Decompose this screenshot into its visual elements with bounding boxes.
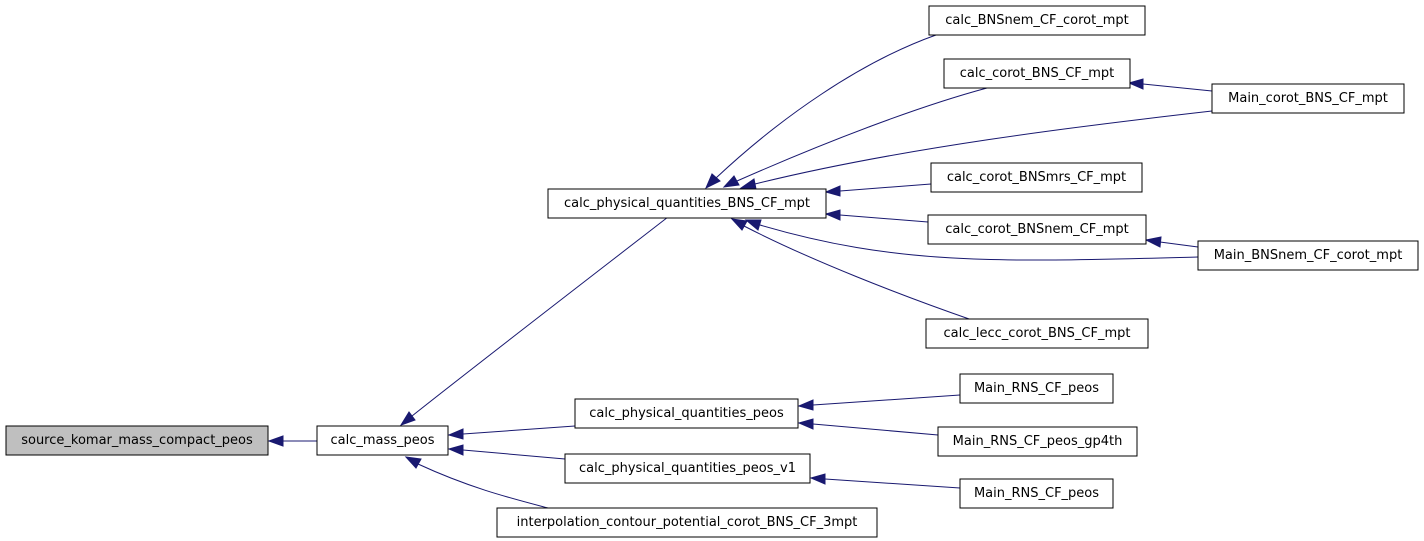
node-label: calc_corot_BNSmrs_CF_mpt bbox=[947, 170, 1126, 185]
node-label: calc_physical_quantities_peos_v1 bbox=[579, 461, 796, 476]
node-label: Main_RNS_CF_peos bbox=[974, 381, 1099, 396]
edge-lecc-corot-to-phys-bns bbox=[730, 218, 973, 321]
node-label: source_komar_mass_compact_peos bbox=[21, 433, 253, 448]
node-main-corot-bns-cf-mpt[interactable]: Main_corot_BNS_CF_mpt bbox=[1211, 83, 1405, 114]
node-main-rns-cf-peos-2[interactable]: Main_RNS_CF_peos bbox=[959, 478, 1114, 509]
edge-phys-peos-v1-to-calc-mass-peos bbox=[447, 444, 566, 460]
node-calc-mass-peos[interactable]: calc_mass_peos bbox=[316, 425, 449, 456]
edge-main-rns-to-phys-peos-v1 bbox=[809, 473, 961, 489]
node-label: Main_BNSnem_CF_corot_mpt bbox=[1214, 248, 1403, 263]
edge-phys-peos-to-calc-mass-peos bbox=[447, 425, 576, 440]
node-label: Main_RNS_CF_peos_gp4th bbox=[953, 434, 1123, 449]
edge-main-corot-to-corot-bns bbox=[1127, 78, 1213, 92]
node-calc-corot-bnsmrs-cf-mpt[interactable]: calc_corot_BNSmrs_CF_mpt bbox=[930, 162, 1143, 193]
edge-main-rns-to-phys-peos bbox=[797, 394, 961, 411]
node-calc-lecc-corot-bns-cf-mpt[interactable]: calc_lecc_corot_BNS_CF_mpt bbox=[925, 318, 1149, 349]
node-calc-physical-quantities-peos-v1[interactable]: calc_physical_quantities_peos_v1 bbox=[564, 453, 811, 484]
edge-corot-bnsnem-to-phys-bns bbox=[824, 209, 929, 223]
node-label: interpolation_contour_potential_corot_BN… bbox=[517, 515, 858, 530]
node-label: calc_corot_BNS_CF_mpt bbox=[960, 66, 1115, 81]
node-label: Main_RNS_CF_peos bbox=[974, 486, 1099, 501]
node-main-rns-cf-peos-gp4th[interactable]: Main_RNS_CF_peos_gp4th bbox=[937, 426, 1138, 457]
node-interpolation-contour-potential[interactable]: interpolation_contour_potential_corot_BN… bbox=[496, 507, 878, 538]
edge-interp-to-calc-mass-peos bbox=[404, 456, 549, 509]
node-main-rns-cf-peos[interactable]: Main_RNS_CF_peos bbox=[959, 373, 1114, 404]
node-calc-corot-bns-cf-mpt[interactable]: calc_corot_BNS_CF_mpt bbox=[943, 58, 1131, 89]
node-label: calc_BNSnem_CF_corot_mpt bbox=[945, 13, 1128, 28]
node-label: calc_mass_peos bbox=[330, 433, 434, 448]
edge-main-bnsnem-to-corot-bnsnem bbox=[1144, 236, 1199, 248]
node-source-komar-mass-compact-peos[interactable]: source_komar_mass_compact_peos bbox=[5, 425, 269, 456]
edge-bnsnem-corot-to-phys-bns bbox=[705, 34, 937, 190]
node-label: Main_corot_BNS_CF_mpt bbox=[1228, 91, 1388, 106]
node-calc-bnsnem-cf-corot-mpt[interactable]: calc_BNSnem_CF_corot_mpt bbox=[928, 5, 1146, 36]
node-label: calc_physical_quantities_peos bbox=[589, 406, 784, 421]
node-main-bnsnem-cf-corot-mpt[interactable]: Main_BNSnem_CF_corot_mpt bbox=[1197, 240, 1419, 271]
edge-corot-bnsmrs-to-phys-bns bbox=[824, 183, 932, 197]
node-label: calc_lecc_corot_BNS_CF_mpt bbox=[944, 326, 1131, 341]
node-calc-physical-quantities-peos[interactable]: calc_physical_quantities_peos bbox=[574, 398, 799, 429]
edge-calc-mass-peos-to-source-komar bbox=[267, 435, 317, 447]
edge-phys-bns-to-calc-mass-peos bbox=[399, 216, 669, 426]
node-label: calc_physical_quantities_BNS_CF_mpt bbox=[564, 196, 810, 211]
node-label: calc_corot_BNSnem_CF_mpt bbox=[945, 222, 1128, 237]
edge-main-rns-gp4th-to-phys-peos bbox=[797, 418, 939, 436]
edge-main-bnsnem-to-phys-bns bbox=[744, 219, 1199, 261]
node-calc-physical-quantities-bns-cf-mpt[interactable]: calc_physical_quantities_BNS_CF_mpt bbox=[547, 188, 827, 219]
edge-corot-bns-to-phys-bns bbox=[722, 87, 988, 188]
node-calc-corot-bnsnem-cf-mpt[interactable]: calc_corot_BNSnem_CF_mpt bbox=[927, 214, 1147, 245]
